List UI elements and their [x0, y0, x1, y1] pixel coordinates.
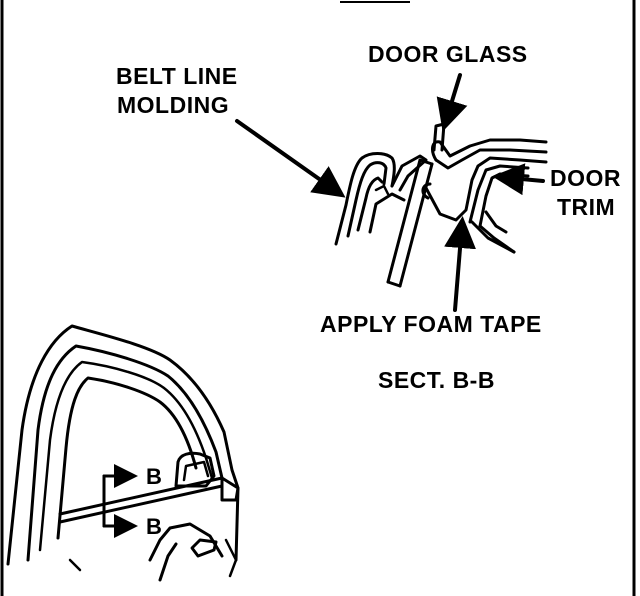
foam-tape-arrow — [444, 216, 477, 312]
section-b-b-drawing — [334, 122, 548, 288]
belt-line-molding-label-line1: BELT LINE — [116, 63, 238, 89]
door-trim-label-line2: TRIM — [557, 194, 615, 220]
door-outline-drawing — [6, 324, 240, 582]
section-mark-b-bottom: B — [146, 514, 162, 539]
belt-line-molding-label-line2: MOLDING — [117, 92, 229, 118]
apply-foam-tape-label: APPLY FOAM TAPE — [320, 311, 542, 337]
section-title: SECT. B-B — [378, 367, 495, 393]
door-trim-label-line1: DOOR — [550, 165, 621, 191]
door-glass-arrow — [436, 73, 468, 132]
section-cut-marks: B B — [102, 464, 162, 539]
door-glass-label: DOOR GLASS — [368, 41, 528, 67]
door-trim-arrow — [492, 163, 545, 196]
belt-line-molding-arrow — [235, 119, 346, 198]
section-mark-b-top: B — [146, 464, 162, 489]
